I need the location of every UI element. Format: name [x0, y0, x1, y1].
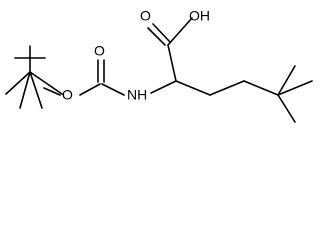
bond — [29, 71, 63, 95]
bond — [19, 71, 31, 109]
bond — [150, 80, 177, 94]
bond — [167, 17, 193, 46]
bond — [175, 80, 211, 96]
atom-o-carbamate: O — [62, 87, 73, 103]
bond — [277, 80, 313, 96]
atom-o-acid: O — [140, 8, 151, 24]
atom-oh: OH — [189, 8, 210, 24]
bond — [79, 83, 101, 96]
bond — [243, 80, 279, 96]
bond — [5, 71, 31, 95]
bond — [43, 87, 61, 96]
bond — [167, 44, 177, 82]
chemical-structure: O O NH O OH — [5, 8, 313, 123]
bond — [29, 71, 43, 109]
bond — [277, 94, 296, 123]
bond — [277, 65, 296, 96]
bond — [101, 83, 125, 96]
atom-nh: NH — [127, 87, 147, 103]
atom-o-carbonyl: O — [94, 43, 105, 59]
bond — [209, 80, 245, 96]
bond — [152, 23, 171, 43]
bond — [147, 27, 166, 46]
